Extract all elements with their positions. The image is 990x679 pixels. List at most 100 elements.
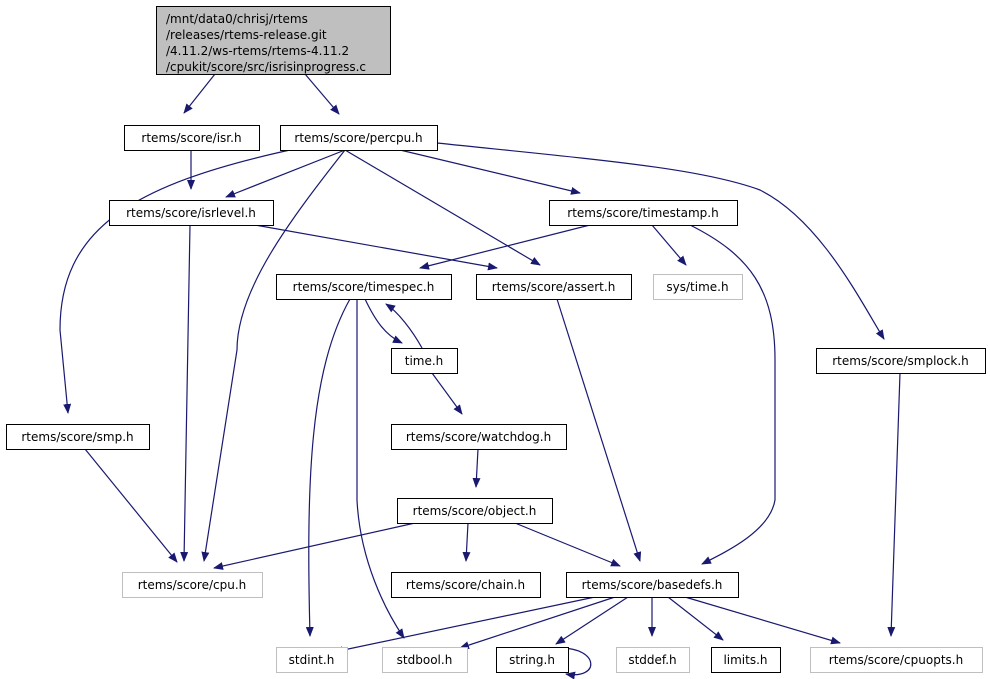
node-cpuopts: rtems/score/cpuopts.h xyxy=(810,647,983,673)
node-box xyxy=(549,200,738,226)
node-stdbool: stdbool.h xyxy=(382,647,468,673)
edge-basedefs-to-string xyxy=(555,596,629,645)
edge-timespec-to-stdbool xyxy=(356,299,405,639)
node-label: rtems/score/assert.h xyxy=(492,280,616,294)
edge-object-to-chain xyxy=(462,522,471,562)
node-timestamp[interactable]: rtems/score/timestamp.h xyxy=(549,200,738,226)
edge-assert-to-basedefs xyxy=(556,298,642,562)
node-time[interactable]: time.h xyxy=(391,348,458,374)
node-systime: sys/time.h xyxy=(653,274,743,300)
edge-time-to-watchdog xyxy=(431,372,463,415)
node-label: rtems/score/cpuopts.h xyxy=(829,653,963,667)
node-label: rtems/score/timespec.h xyxy=(293,280,435,294)
node-label: rtems/score/cpu.h xyxy=(138,578,247,592)
node-smp[interactable]: rtems/score/smp.h xyxy=(6,424,150,450)
node-box xyxy=(653,274,743,300)
node-label: rtems/score/object.h xyxy=(413,504,537,518)
node-cpu: rtems/score/cpu.h xyxy=(122,572,263,598)
node-box xyxy=(476,274,632,300)
node-label: /releases/rtems-release.git xyxy=(166,28,327,42)
node-label: string.h xyxy=(509,653,555,667)
edge-percpu-to-smplock xyxy=(436,142,885,340)
node-box xyxy=(397,498,553,524)
node-label: /cpukit/score/src/isrisinprogress.c xyxy=(166,60,366,74)
edge-smp-to-cpu xyxy=(84,448,178,563)
node-stdint: stdint.h xyxy=(276,647,348,673)
edge-smplock-to-cpuopts xyxy=(887,372,901,637)
node-box xyxy=(280,125,438,151)
node-watchdog[interactable]: rtems/score/watchdog.h xyxy=(391,424,567,450)
edge-time-to-timespec xyxy=(385,303,423,349)
node-label: rtems/score/chain.h xyxy=(406,578,525,592)
node-label: stddef.h xyxy=(628,653,676,667)
node-box xyxy=(391,424,567,450)
node-root: /mnt/data0/chrisj/rtems/releases/rtems-r… xyxy=(156,6,391,75)
node-string[interactable]: string.h xyxy=(496,647,569,673)
edge-object-to-cpu xyxy=(213,522,416,570)
node-basedefs[interactable]: rtems/score/basedefs.h xyxy=(566,572,739,598)
edge-basedefs-to-cpuopts xyxy=(684,596,841,645)
node-box xyxy=(276,647,348,673)
edge-basedefs-to-stdbool xyxy=(459,596,616,649)
node-box xyxy=(124,125,260,151)
node-label: time.h xyxy=(405,354,444,368)
node-box xyxy=(109,200,274,226)
node-smplock[interactable]: rtems/score/smplock.h xyxy=(816,348,986,374)
node-box xyxy=(122,572,263,598)
node-label: /4.11.2/ws-rtems/rtems-4.11.2 xyxy=(166,44,349,58)
edge-timespec-to-time xyxy=(364,298,403,344)
node-percpu[interactable]: rtems/score/percpu.h xyxy=(280,125,438,151)
node-label: rtems/score/basedefs.h xyxy=(582,578,723,592)
edge-percpu-to-isrlevel xyxy=(225,149,346,198)
node-stddef: stddef.h xyxy=(616,647,690,673)
edge-isrlevel-to-assert xyxy=(254,224,498,271)
edge-timespec-to-stdint xyxy=(305,298,351,637)
node-label: stdint.h xyxy=(289,653,335,667)
node-label: rtems/score/percpu.h xyxy=(294,131,422,145)
edge-timestamp-to-basedefs xyxy=(689,224,776,565)
node-label: sys/time.h xyxy=(666,280,728,294)
edge-basedefs-to-stdint xyxy=(333,596,596,655)
node-box xyxy=(810,647,983,673)
edge-percpu-to-assert xyxy=(344,149,541,266)
node-label: rtems/score/smplock.h xyxy=(832,354,969,368)
edge-root-to-percpu xyxy=(304,73,340,115)
node-timespec[interactable]: rtems/score/timespec.h xyxy=(276,274,452,300)
node-isr[interactable]: rtems/score/isr.h xyxy=(124,125,260,151)
node-label: rtems/score/isrlevel.h xyxy=(126,206,256,220)
node-box xyxy=(276,274,452,300)
node-assert[interactable]: rtems/score/assert.h xyxy=(476,274,632,300)
node-label: rtems/score/timestamp.h xyxy=(567,206,718,220)
edge-root-to-isr xyxy=(183,73,216,114)
edge-percpu-to-cpu xyxy=(201,149,346,562)
node-box xyxy=(711,647,781,673)
node-label: rtems/score/isr.h xyxy=(141,131,241,145)
edge-watchdog-to-object xyxy=(472,448,481,488)
node-box xyxy=(816,348,986,374)
node-chain[interactable]: rtems/score/chain.h xyxy=(391,572,541,598)
edge-object-to-basedefs xyxy=(514,522,621,567)
node-label: rtems/score/watchdog.h xyxy=(406,430,551,444)
node-label: rtems/score/smp.h xyxy=(21,430,133,444)
edge-basedefs-to-limits xyxy=(667,596,724,641)
edge-percpu-to-timestamp xyxy=(399,149,581,195)
edge-isrlevel-to-cpu xyxy=(180,224,191,562)
edge-timestamp-to-timespec xyxy=(419,224,591,270)
node-box xyxy=(566,572,739,598)
node-box xyxy=(382,647,468,673)
node-label: limits.h xyxy=(723,653,767,667)
node-object[interactable]: rtems/score/object.h xyxy=(397,498,553,524)
edge-timestamp-to-systime xyxy=(651,224,687,266)
node-box xyxy=(6,424,150,450)
node-box xyxy=(391,348,458,374)
node-box xyxy=(391,572,541,598)
node-isrlevel[interactable]: rtems/score/isrlevel.h xyxy=(109,200,274,226)
node-box xyxy=(496,647,569,673)
node-label: /mnt/data0/chrisj/rtems xyxy=(166,12,308,26)
node-box xyxy=(156,6,391,75)
node-limits[interactable]: limits.h xyxy=(711,647,781,673)
node-label: stdbool.h xyxy=(397,653,453,667)
edge-string-to-string xyxy=(559,647,592,679)
